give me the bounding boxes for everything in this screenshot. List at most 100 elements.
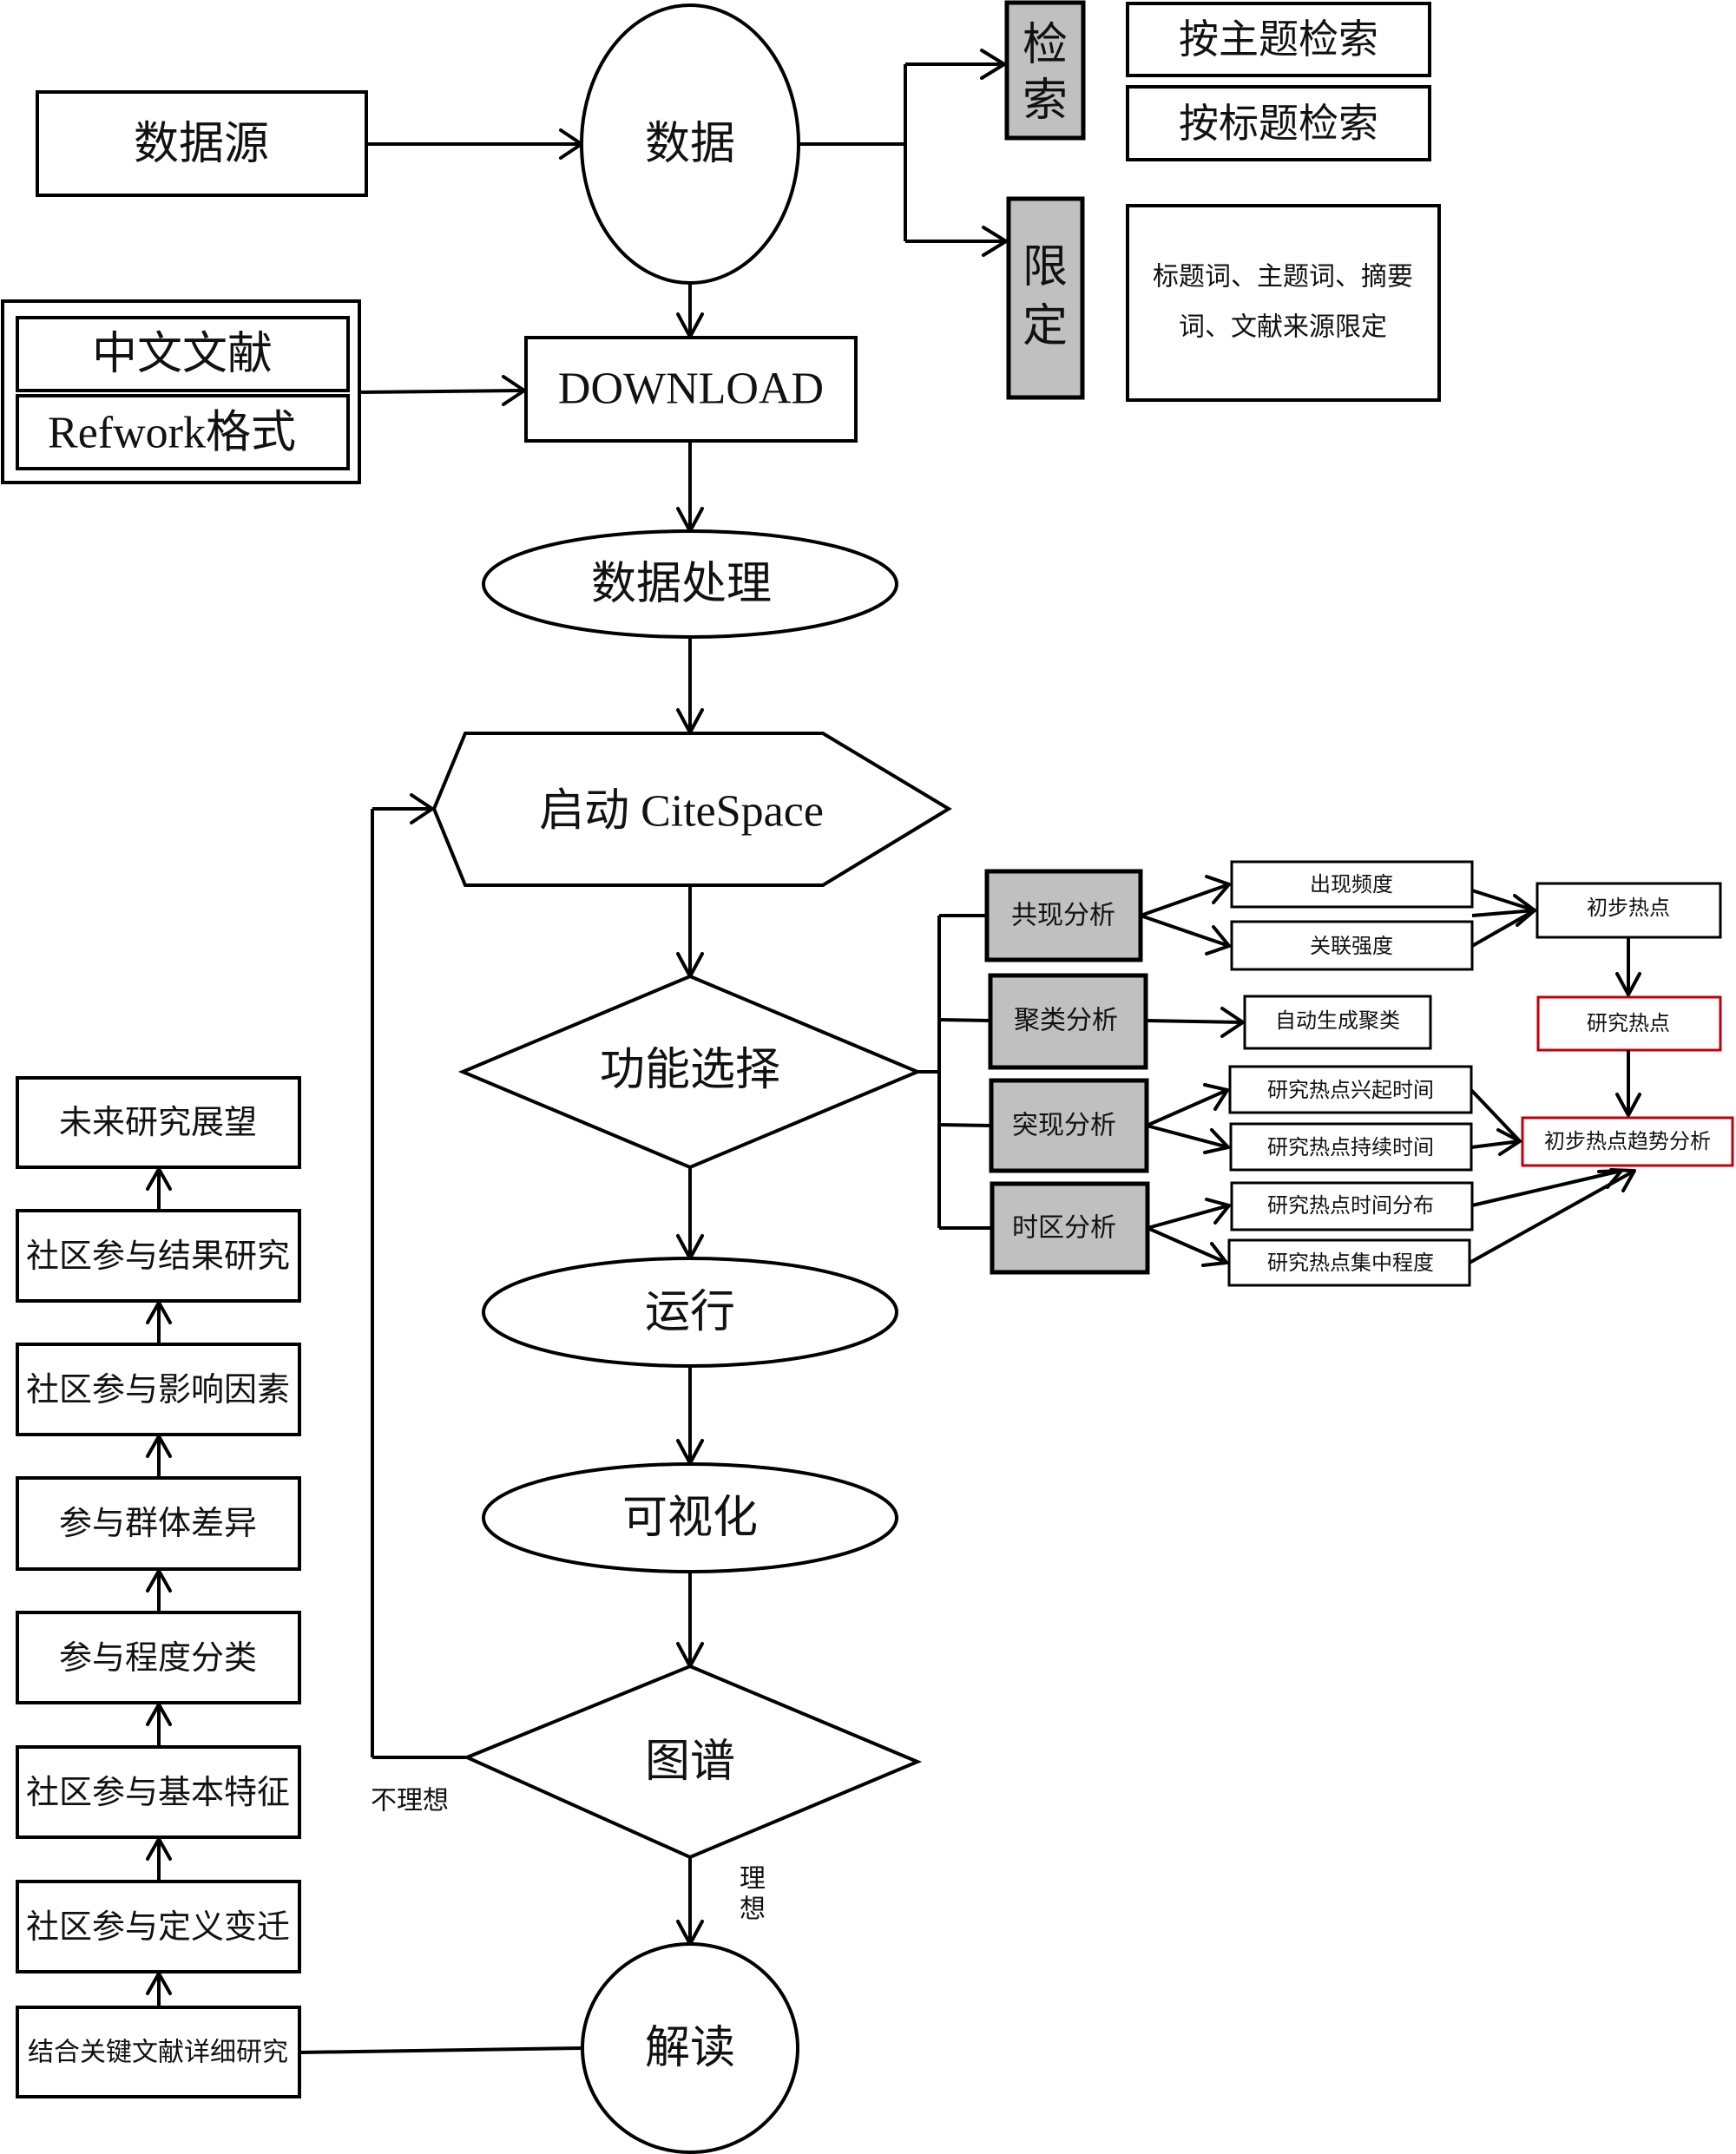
edges-to-hotspots — [1469, 889, 1641, 1264]
edge-data-branch — [799, 49, 1008, 257]
analysis-label: 聚类分析 — [1014, 1006, 1118, 1036]
research-step-label: 未来研究展望 — [59, 1103, 257, 1141]
analysis-output-label: 研究热点兴起时间 — [1267, 1078, 1434, 1102]
node-retrieve-by-title-label: 按标题检索 — [1179, 100, 1378, 147]
edge-map-loop-not-ideal — [371, 793, 467, 1759]
node-limit-desc-line2: 词、文献来源限定 — [1179, 312, 1387, 343]
node-data-label: 数据 — [645, 118, 735, 170]
hotspot-research-label: 研究热点 — [1587, 1011, 1670, 1035]
analysis-output: 自动生成聚类 — [1243, 995, 1432, 1050]
analysis-output: 出现频度 — [1230, 860, 1474, 909]
research-step-label: 社区参与影响因素 — [26, 1370, 290, 1409]
research-step-arrows — [146, 1167, 172, 2007]
analysis-output: 关联强度 — [1230, 920, 1474, 971]
edge-run-to-visualize — [676, 1366, 704, 1465]
analysis-burst: 突现分析 — [989, 1078, 1149, 1173]
node-launch-citespace: 启动 CiteSpace — [431, 732, 952, 887]
hotspot-preliminary: 初步热点 — [1535, 882, 1722, 939]
edge-citespace-to-function — [676, 885, 704, 978]
node-map-label: 图谱 — [645, 1736, 735, 1788]
edge-visualize-to-map — [676, 1572, 704, 1668]
node-retrieve: 检 索 — [1004, 0, 1086, 141]
analysis-timezone: 时区分析 — [990, 1181, 1150, 1275]
analysis-output-label: 关联强度 — [1310, 934, 1393, 958]
research-step-label: 结合关键文献详细研究 — [28, 2038, 288, 2068]
node-interpret-label: 解读 — [645, 2022, 735, 2074]
node-data: 数据 — [580, 3, 800, 285]
analysis-output-label: 研究热点时间分布 — [1267, 1193, 1434, 1218]
node-interpret: 解读 — [581, 1942, 799, 2154]
edge-function-to-run — [676, 1167, 704, 1260]
research-step: 社区参与基本特征 — [16, 1745, 301, 1839]
research-step-label: 社区参与定义变迁 — [26, 1908, 290, 1946]
hotspot-trend: 初步热点趋势分析 — [1521, 1116, 1734, 1167]
edges-analyses-to-outputs — [1140, 875, 1245, 1267]
analysis-label: 共现分析 — [1011, 901, 1115, 931]
analysis-output: 研究热点持续时间 — [1229, 1122, 1473, 1172]
hotspot-research: 研究热点 — [1536, 995, 1722, 1052]
research-steps-column: 未来研究展望 社区参与结果研究 社区参与影响因素 参与群体差异 参与程度分类 社… — [16, 1076, 301, 2098]
analysis-output-label: 出现频度 — [1310, 872, 1393, 896]
analysis-clustering: 聚类分析 — [988, 973, 1148, 1070]
label-ideal-2: 想 — [740, 1895, 766, 1925]
node-limit-char2: 定 — [1023, 300, 1068, 352]
research-step-label: 参与程度分类 — [59, 1638, 257, 1677]
node-literature-group: 中文文献 Refwork格式 — [1, 299, 361, 484]
node-download-label: DOWNLOAD — [558, 364, 824, 414]
edge-literature-to-download — [358, 375, 526, 406]
node-retrieve-by-title: 按标题检索 — [1126, 85, 1431, 161]
edge-function-to-analyses — [917, 914, 992, 1230]
analysis-label: 突现分析 — [1012, 1111, 1116, 1141]
label-ideal-1: 理 — [740, 1864, 766, 1895]
node-data-source-label: 数据源 — [134, 118, 269, 170]
research-step: 未来研究展望 — [16, 1076, 301, 1169]
node-limit-char1: 限 — [1023, 241, 1068, 293]
node-limit: 限 定 — [1006, 196, 1085, 400]
edge-map-to-interpret-ideal — [676, 1857, 704, 1946]
research-step: 参与程度分类 — [16, 1611, 301, 1704]
research-step: 结合关键文献详细研究 — [16, 2006, 301, 2098]
analysis-output-label: 研究热点集中程度 — [1267, 1251, 1434, 1275]
analysis-output: 研究热点集中程度 — [1227, 1238, 1471, 1287]
node-function-select: 功能选择 — [457, 974, 923, 1170]
edge-interpret-to-key-literature — [299, 2046, 583, 2054]
node-function-select-label: 功能选择 — [600, 1044, 780, 1096]
research-step-label: 参与群体差异 — [59, 1504, 257, 1542]
node-refwork-format-label: Refwork格式 — [48, 409, 296, 458]
research-step: 参与群体差异 — [16, 1476, 301, 1571]
node-launch-citespace-label: 启动 CiteSpace — [539, 787, 824, 837]
analysis-output: 研究热点时间分布 — [1230, 1181, 1474, 1231]
hotspot-trend-label: 初步热点趋势分析 — [1544, 1129, 1711, 1153]
edge-download-to-processing — [676, 441, 704, 533]
node-visualize-label: 可视化 — [622, 1492, 758, 1544]
analysis-co-occurrence: 共现分析 — [984, 869, 1143, 962]
node-download: DOWNLOAD — [524, 336, 858, 443]
node-retrieve-by-topic-label: 按主题检索 — [1179, 16, 1378, 62]
node-data-source: 数据源 — [36, 90, 368, 197]
node-chinese-literature-label: 中文文献 — [92, 328, 273, 380]
node-data-processing: 数据处理 — [482, 529, 898, 639]
node-run-label: 运行 — [645, 1286, 735, 1338]
node-data-processing-label: 数据处理 — [591, 558, 772, 610]
research-step: 社区参与影响因素 — [16, 1343, 301, 1436]
analysis-output-label: 自动生成聚类 — [1275, 1008, 1400, 1033]
research-step: 社区参与结果研究 — [16, 1209, 301, 1303]
edge-processing-to-citespace — [676, 637, 704, 734]
node-limit-desc: 标题词、主题词、摘要 词、文献来源限定 — [1126, 204, 1441, 402]
node-retrieve-char1: 检 — [1023, 19, 1068, 71]
analysis-label: 时区分析 — [1012, 1213, 1116, 1244]
node-limit-desc-line1: 标题词、主题词、摘要 — [1153, 262, 1413, 292]
node-retrieve-char2: 索 — [1023, 75, 1068, 127]
node-retrieve-by-topic: 按主题检索 — [1126, 2, 1431, 77]
analysis-output-label: 研究热点持续时间 — [1267, 1135, 1434, 1159]
edge-data-to-download — [676, 283, 704, 338]
edge-source-to-data — [366, 128, 583, 160]
label-not-ideal: 不理想 — [371, 1786, 449, 1816]
node-map: 图谱 — [462, 1664, 923, 1860]
research-step-label: 社区参与结果研究 — [26, 1237, 290, 1275]
research-step: 社区参与定义变迁 — [16, 1880, 301, 1973]
node-visualize: 可视化 — [482, 1462, 898, 1573]
research-step-label: 社区参与基本特征 — [26, 1773, 290, 1811]
node-run: 运行 — [482, 1257, 898, 1368]
